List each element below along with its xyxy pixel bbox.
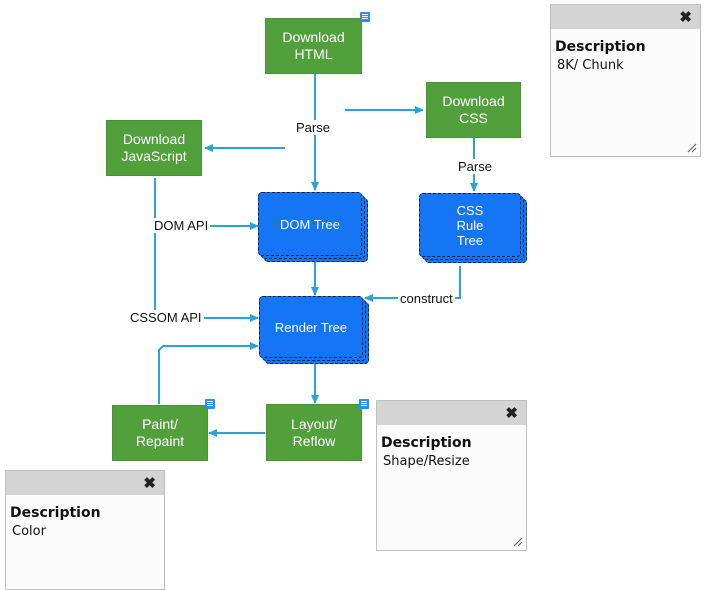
close-icon[interactable]: ✖ bbox=[505, 405, 518, 422]
edge-label-cssom-api: CSSOM API bbox=[128, 310, 204, 325]
panel-heading: Description bbox=[10, 505, 101, 521]
edge-label-dom-api: DOM API bbox=[152, 218, 211, 233]
node-download-javascript[interactable]: Download JavaScript bbox=[106, 120, 202, 176]
node-dom-tree[interactable]: DOM Tree bbox=[258, 192, 370, 264]
edge-label-parse-css: Parse bbox=[456, 159, 494, 174]
panel-titlebar[interactable]: ✖ bbox=[377, 401, 526, 425]
note-icon[interactable] bbox=[205, 399, 215, 409]
panel-titlebar[interactable]: ✖ bbox=[6, 471, 164, 495]
edge-cssom-to-render bbox=[364, 266, 461, 302]
panel-heading: Description bbox=[555, 39, 646, 55]
node-cssom-tree[interactable]: CSS Rule Tree bbox=[419, 193, 529, 265]
edge-paint-to-render bbox=[158, 342, 259, 404]
node-cssom-tree-label: CSS Rule Tree bbox=[419, 193, 521, 257]
note-icon[interactable] bbox=[359, 399, 369, 409]
node-download-html-label: Download HTML bbox=[282, 29, 345, 62]
node-layout-reflow[interactable]: Layout/ Reflow bbox=[266, 404, 362, 461]
node-download-css-label: Download CSS bbox=[442, 93, 505, 126]
node-download-html[interactable]: Download HTML bbox=[265, 18, 362, 74]
panel-heading: Description bbox=[381, 435, 472, 451]
description-panel-html: ✖ Description 8K/ Chunk bbox=[550, 4, 701, 157]
edge-label-construct: construct bbox=[398, 291, 455, 306]
panel-text: Shape/Resize bbox=[383, 454, 470, 469]
close-icon[interactable]: ✖ bbox=[143, 475, 156, 492]
panel-text: Color bbox=[12, 524, 46, 539]
resize-grip-icon[interactable] bbox=[685, 141, 697, 153]
panel-text: 8K/ Chunk bbox=[557, 58, 624, 73]
node-layout-reflow-label: Layout/ Reflow bbox=[291, 415, 337, 449]
node-paint-repaint-label: Paint/ Repaint bbox=[135, 416, 185, 449]
node-paint-repaint[interactable]: Paint/ Repaint bbox=[112, 405, 208, 461]
edge-label-parse-html: Parse bbox=[294, 120, 332, 135]
node-download-javascript-label: Download JavaScript bbox=[121, 131, 187, 164]
node-render-tree-label: Render Tree bbox=[259, 296, 363, 358]
node-render-tree[interactable]: Render Tree bbox=[259, 296, 371, 366]
node-dom-tree-label: DOM Tree bbox=[258, 192, 362, 256]
resize-grip-icon[interactable] bbox=[511, 535, 523, 547]
description-panel-paint: ✖ Description Color bbox=[5, 470, 165, 590]
panel-titlebar[interactable]: ✖ bbox=[551, 5, 700, 29]
close-icon[interactable]: ✖ bbox=[679, 9, 692, 26]
description-panel-layout: ✖ Description Shape/Resize bbox=[376, 400, 527, 551]
node-download-css[interactable]: Download CSS bbox=[426, 82, 521, 138]
note-icon[interactable] bbox=[360, 12, 370, 22]
